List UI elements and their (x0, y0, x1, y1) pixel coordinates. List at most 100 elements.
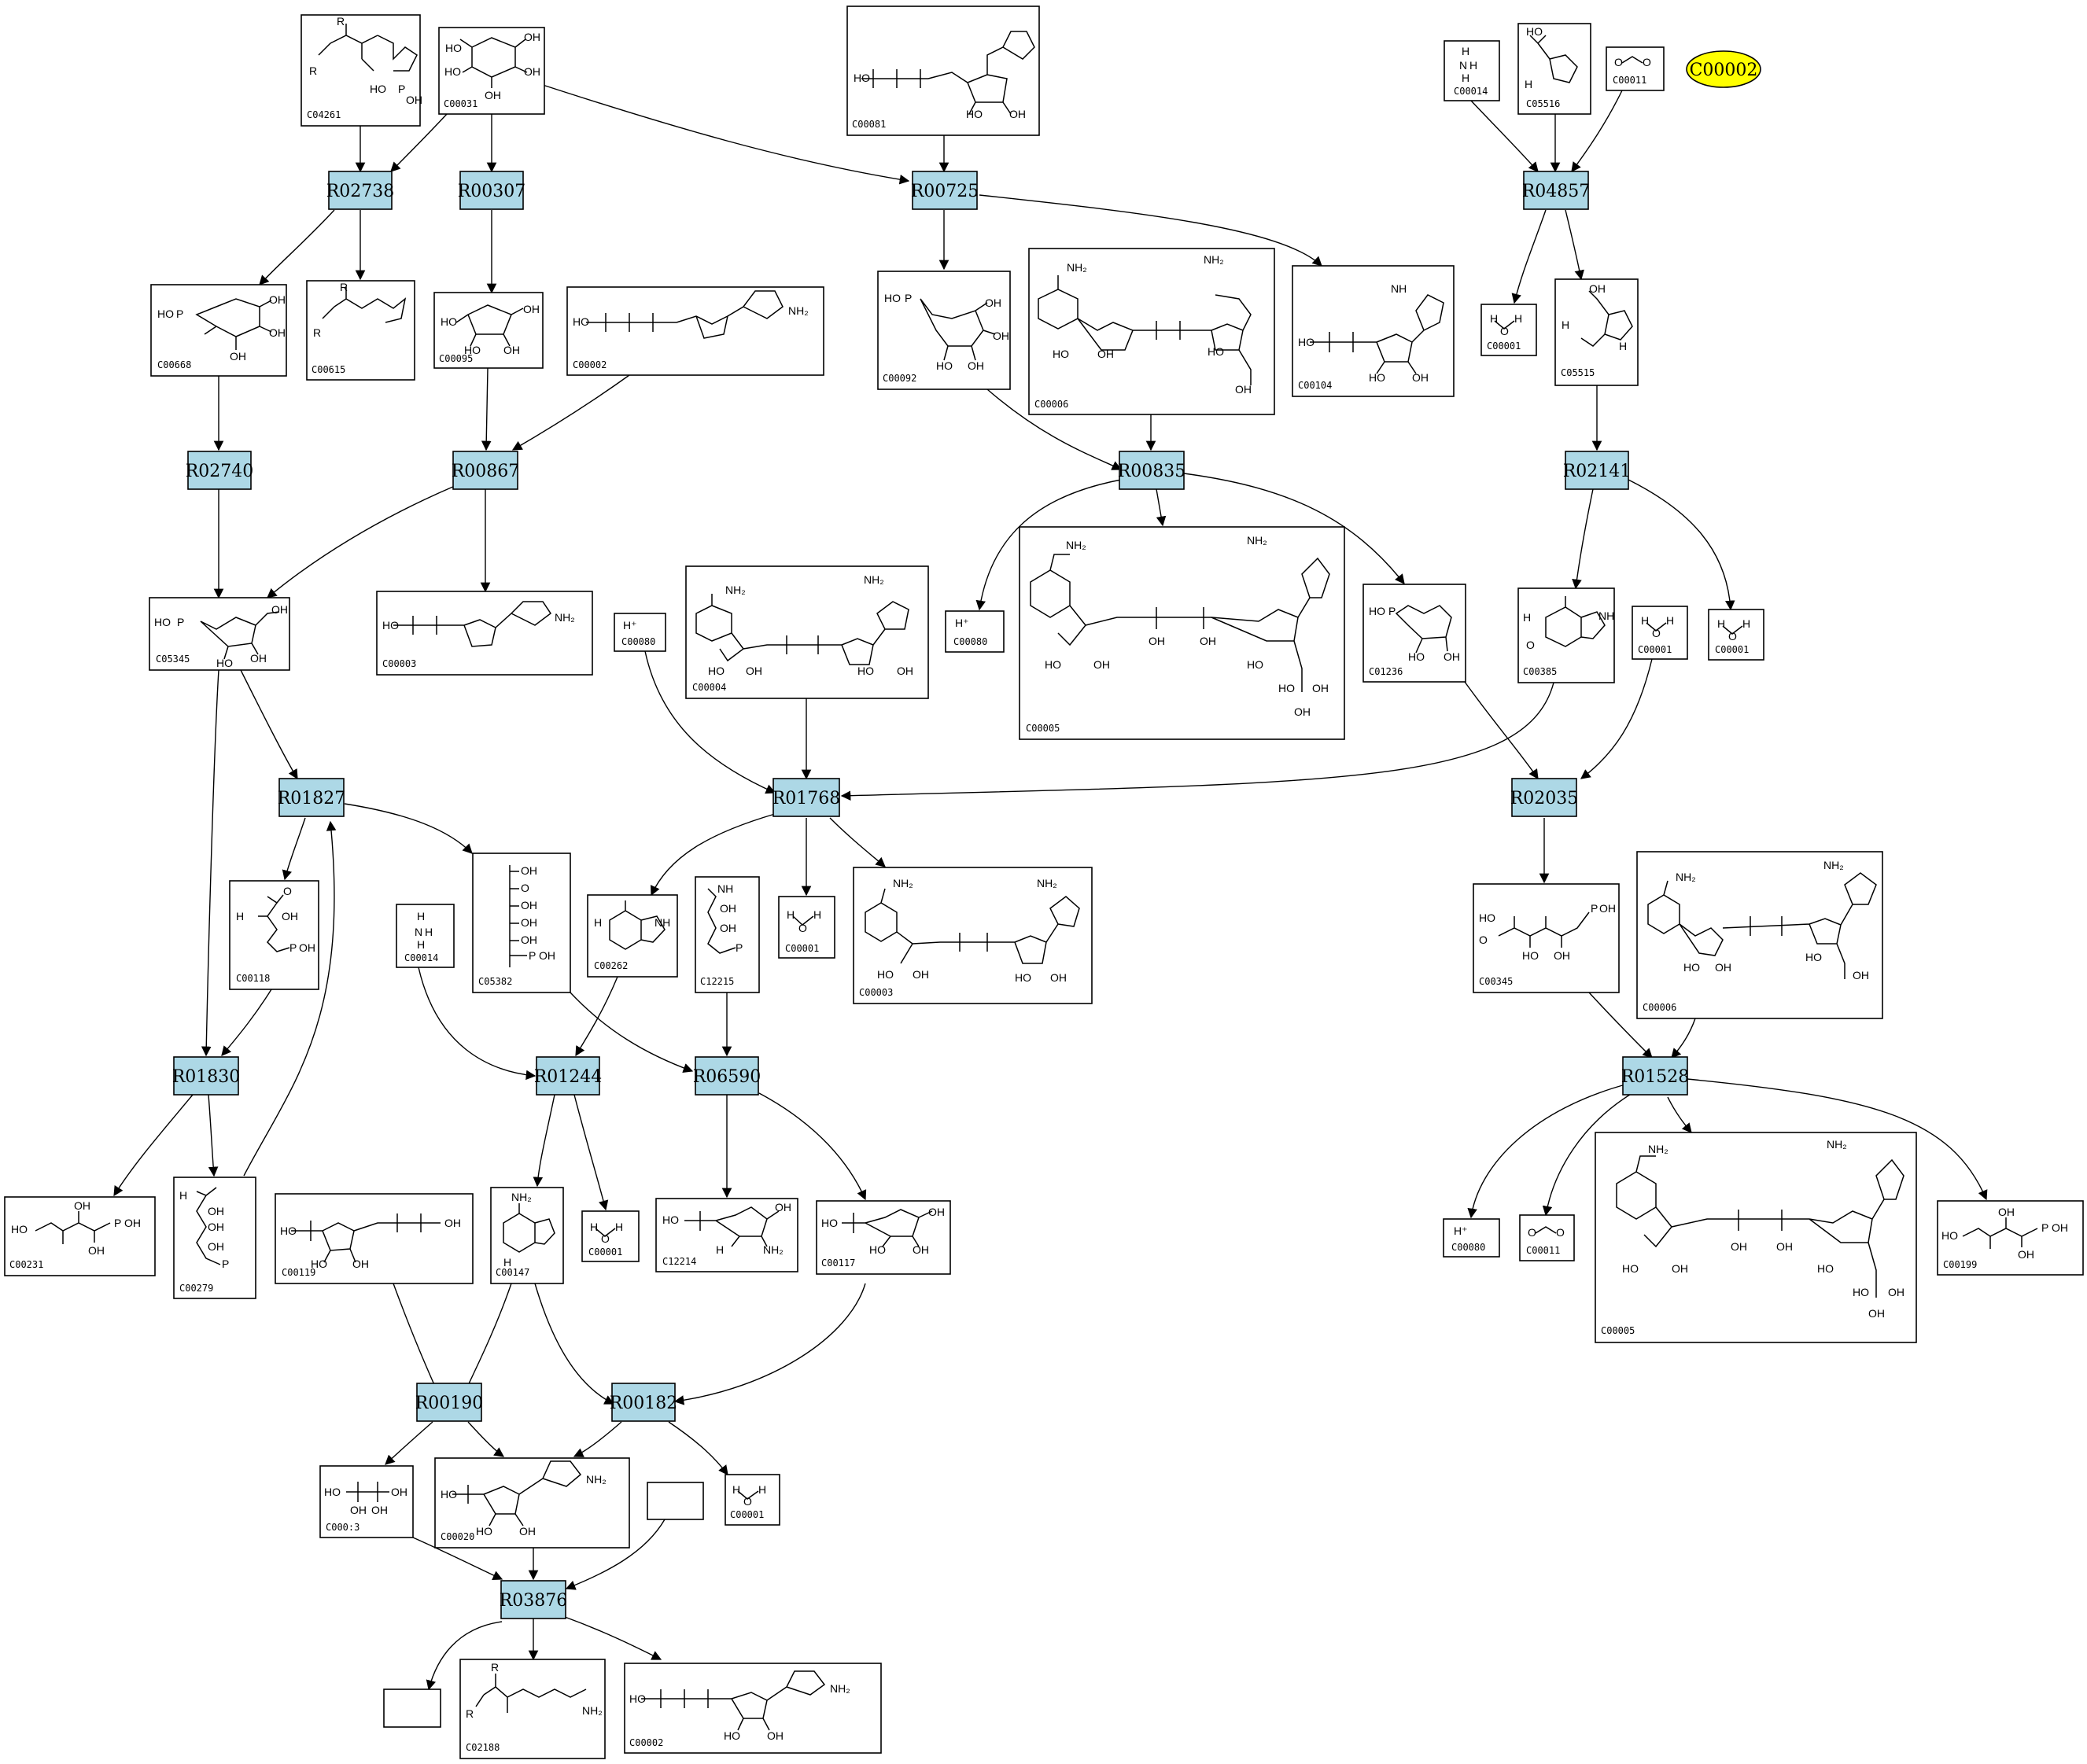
compound-c00001-r01768[interactable]: H O H C00001 (778, 896, 835, 959)
compound-c00345[interactable]: HO O HO OH P OH C00345 (1473, 883, 1620, 993)
compound-c00262[interactable]: H NH C00262 (587, 894, 678, 978)
compound-c00199[interactable]: HO OH OH P OH C00199 (1937, 1200, 2084, 1276)
reaction-r01827[interactable]: R01827 (278, 778, 346, 817)
compound-c00001-b[interactable]: H O H C00001 (1708, 609, 1764, 661)
reaction-r00867[interactable]: R00867 (452, 451, 520, 490)
atom-label: OH (208, 1240, 224, 1253)
atom-label: HO (1278, 682, 1295, 694)
reaction-r00725[interactable]: R00725 (911, 171, 979, 210)
reaction-r00190[interactable]: R00190 (415, 1383, 484, 1422)
compound-c00011-right[interactable]: O O C00011 (1519, 1214, 1575, 1261)
compound-c00104[interactable]: HO NH HO OH C00104 (1292, 265, 1455, 397)
reaction-r01768[interactable]: R01768 (772, 778, 841, 817)
compound-c00095[interactable]: HO OH HO OH C00095 (433, 292, 544, 369)
compound-c01236[interactable]: HO P HO OH C01236 (1362, 584, 1466, 683)
compound-c00003-mid[interactable]: NH₂ NH₂ HO OH HO OH C00003 (853, 867, 1093, 1004)
compound-c00002-mid[interactable]: HO NH₂ C00002 (566, 286, 824, 376)
compound-c00005-right[interactable]: NH₂ NH₂ HO OH OH OH HO HO OH OH C00005 (1595, 1132, 1917, 1343)
atom-label: R (466, 1707, 474, 1720)
compound-c00092[interactable]: HO P OH OH HO OH C00092 (877, 271, 1011, 390)
compound-c00118[interactable]: H O OH P OH C00118 (229, 880, 319, 990)
atom-label: OH (913, 1243, 929, 1256)
reaction-r02035[interactable]: R02035 (1510, 778, 1579, 817)
reaction-r03876[interactable]: R03876 (500, 1580, 568, 1619)
compound-c00001-a[interactable]: H O H C00001 (1632, 606, 1688, 660)
atom-label: H (732, 1483, 740, 1496)
atom-label: OH (524, 65, 540, 78)
compound-c02188[interactable]: R R NH₂ C02188 (459, 1659, 606, 1759)
compound-c12215[interactable]: NH OH OH P C12215 (695, 876, 760, 993)
compound-c00003-top[interactable]: HO NH₂ C00003 (376, 591, 593, 676)
reaction-r00835[interactable]: R00835 (1118, 451, 1186, 490)
compound-c05515[interactable]: OH H H C05515 (1554, 278, 1639, 386)
atom-label: HO (936, 359, 953, 372)
compound-c00020[interactable]: HO NH₂ HO OH C00020 (434, 1457, 630, 1549)
compound-c00080-right[interactable]: H⁺ C00080 (1443, 1218, 1500, 1258)
reaction-r02141[interactable]: R02141 (1563, 451, 1632, 490)
compound-c00002-bottom[interactable]: HO NH₂ HO OH C00002 (624, 1663, 882, 1754)
compound-id: C00147 (496, 1267, 529, 1278)
compound-id: C00001 (1715, 644, 1749, 655)
compound-blank-bottom[interactable] (383, 1689, 441, 1728)
compound-id: C00385 (1523, 666, 1557, 677)
compound-c00005-top[interactable]: NH₂ NH₂ HO OH OH OH HO HO OH OH C00005 (1019, 526, 1345, 740)
atom-label: NH₂ (1648, 1143, 1668, 1155)
edge-r01830-c00231 (113, 1094, 194, 1197)
compound-c00279[interactable]: H OH OH OH P C00279 (173, 1177, 256, 1299)
compound-id: C04261 (307, 109, 341, 120)
edge-r01768-c00003 (829, 817, 886, 867)
reaction-r04857[interactable]: R04857 (1522, 171, 1591, 210)
reaction-label: R01768 (772, 789, 841, 808)
compound-c00080-left[interactable]: H⁺ C00080 (614, 613, 666, 652)
compound-c00004[interactable]: NH₂ NH₂ HO OH HO OH C00004 (685, 565, 929, 699)
compound-c00117[interactable]: HO OH HO OH C00117 (816, 1200, 951, 1275)
compound-c12214[interactable]: HO OH H NH₂ C12214 (655, 1198, 798, 1272)
compound-c00001-r00182[interactable]: H O H C00001 (725, 1474, 780, 1526)
reaction-r02738[interactable]: R02738 (326, 171, 395, 210)
edge-c00262-r01244 (575, 976, 618, 1057)
reaction-label: R01827 (278, 789, 346, 808)
reaction-r01244[interactable]: R01244 (534, 1056, 603, 1096)
reaction-r00307[interactable]: R00307 (458, 171, 526, 210)
atom-label: OH (720, 922, 736, 934)
atom-label: HO (370, 83, 386, 95)
compound-c00011-top[interactable]: O O C00011 (1606, 46, 1665, 91)
atom-label: H (1742, 617, 1750, 630)
compound-c00006-right[interactable]: NH₂ NH₂ HO OH HO OH C00006 (1636, 851, 1883, 1019)
compound-c05516[interactable]: HO H C05516 (1517, 23, 1591, 115)
compound-id: C00279 (179, 1283, 213, 1294)
compound-c00014-mid[interactable]: H N H H C00014 (396, 904, 455, 968)
compound-c00001-r01244[interactable]: H O H C00001 (581, 1210, 640, 1262)
highlight-compound-c00002[interactable]: C00002 (1686, 50, 1761, 88)
compound-c00006-top[interactable]: NH₂ NH₂ HO OH HO OH C00006 (1028, 248, 1275, 415)
compound-c05382[interactable]: OH O OH OH OH P OH C05382 (472, 853, 571, 993)
atom-label: NH₂ (788, 304, 809, 317)
compound-c00014-top[interactable]: H N H H C00014 (1444, 40, 1500, 101)
atom-label: HO (280, 1224, 297, 1237)
compound-c00001-r04857[interactable]: H O H C00001 (1480, 304, 1537, 356)
compound-c00615[interactable]: R R C00615 (306, 280, 415, 381)
reaction-r02740[interactable]: R02740 (186, 451, 254, 490)
compound-c00080-mid[interactable]: H⁺ C00080 (945, 610, 1005, 653)
compound-id: C00615 (312, 364, 345, 375)
compound-c05345[interactable]: HO P OH HO OH C05345 (149, 597, 290, 671)
compound-c00013[interactable]: HO OH OH OH C000:3 (319, 1465, 414, 1538)
atom-label: OH (74, 1199, 90, 1212)
compound-blank-top[interactable] (647, 1482, 704, 1520)
edge-r01528-c00011 (1542, 1092, 1633, 1217)
compound-c00031[interactable]: HO OH OH HO OH C00031 (438, 27, 545, 115)
reaction-r06590[interactable]: R06590 (693, 1056, 761, 1096)
atom-label: O (1556, 1226, 1565, 1239)
compound-c00668[interactable]: HO P OH OH OH C00668 (150, 284, 287, 377)
reaction-r01528[interactable]: R01528 (1621, 1056, 1690, 1096)
reaction-r01830[interactable]: R01830 (172, 1056, 241, 1096)
compound-c00147[interactable]: NH₂ H C00147 (490, 1187, 564, 1284)
compound-c00119[interactable]: HO OH HO OH C00119 (275, 1193, 474, 1284)
compound-c00385[interactable]: H NH O C00385 (1517, 587, 1615, 683)
compound-c00231[interactable]: HO OH OH P OH C00231 (4, 1196, 156, 1276)
compound-c00081[interactable]: HO HO OH C00081 (846, 6, 1040, 136)
reaction-r00182[interactable]: R00182 (610, 1383, 678, 1422)
compound-c04261[interactable]: R R HO P OH C04261 (301, 14, 422, 127)
compound-id: C00001 (1487, 341, 1521, 352)
